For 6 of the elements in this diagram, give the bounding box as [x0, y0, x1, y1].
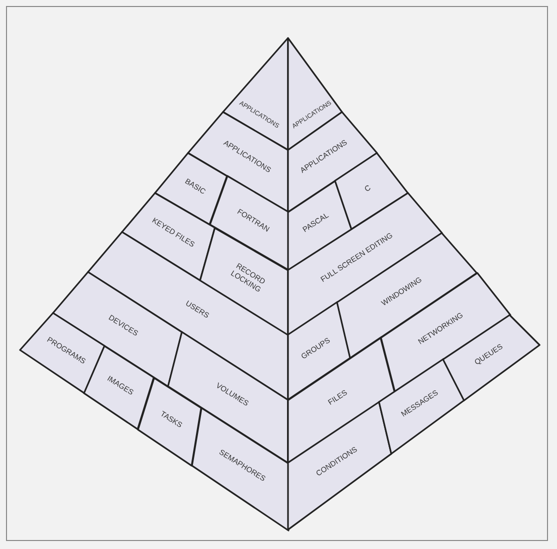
pyramid-block	[84, 346, 154, 430]
pyramid-block	[138, 378, 202, 466]
pyramid-block	[122, 193, 215, 280]
pyramid-block	[20, 313, 105, 394]
pyramid-block	[380, 273, 510, 392]
pyramid-block	[379, 359, 464, 454]
